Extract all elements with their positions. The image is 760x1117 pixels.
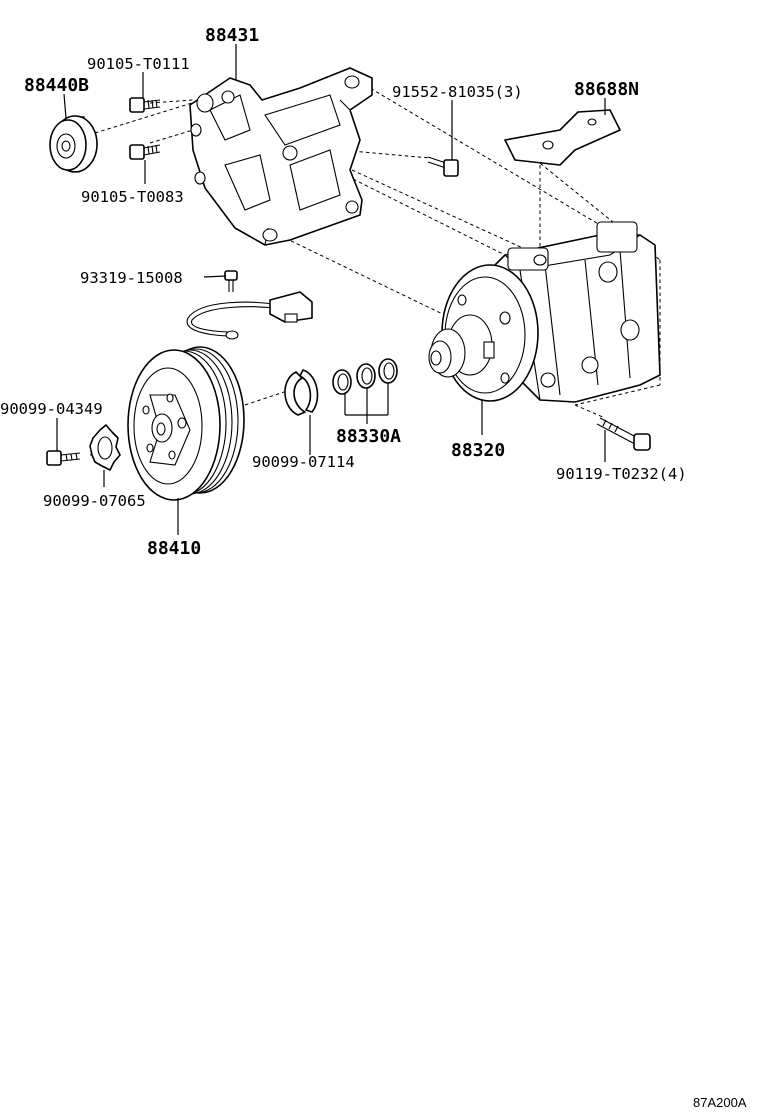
label-88330a[interactable]: 88330A — [336, 426, 401, 447]
part-labels: 88431 90105-T0111 88440B 90105-T0083 915… — [0, 25, 687, 559]
leader-lines — [56, 44, 606, 535]
label-90105-t0111[interactable]: 90105-T0111 — [87, 55, 190, 73]
compressor-88320[interactable] — [428, 221, 661, 403]
snap-ring-90099-07114[interactable] — [284, 369, 319, 416]
label-88688n[interactable]: 88688N — [574, 79, 639, 100]
bracket-plate-88688n[interactable] — [504, 109, 621, 166]
bolt-90105-t0111[interactable] — [129, 97, 161, 113]
label-90105-t0083[interactable]: 90105-T0083 — [81, 188, 184, 206]
label-90099-07114[interactable]: 90099-07114 — [252, 453, 355, 471]
shim-set-88330a[interactable] — [332, 358, 398, 395]
compressor-bracket-88431[interactable] — [189, 67, 373, 246]
bolt-90099-04349[interactable] — [46, 450, 81, 466]
label-91552-81035[interactable]: 91552-81035(3) — [392, 83, 523, 101]
label-88440b[interactable]: 88440B — [24, 75, 89, 96]
clutch-wire-harness[interactable] — [186, 270, 313, 340]
label-90119-t0232[interactable]: 90119-T0232(4) — [556, 465, 687, 483]
bolt-90105-t0083[interactable] — [129, 144, 161, 160]
label-90099-07065[interactable]: 90099-07065 — [43, 492, 146, 510]
idler-pulley-88440b[interactable] — [49, 115, 98, 173]
washer-90099-07065[interactable] — [89, 424, 121, 471]
magnetic-clutch-88410[interactable] — [127, 346, 245, 501]
bolt-90119-t0232[interactable] — [596, 417, 651, 451]
label-88320[interactable]: 88320 — [451, 440, 505, 461]
label-93319-15008[interactable]: 93319-15008 — [80, 269, 183, 287]
label-90099-04349[interactable]: 90099-04349 — [0, 400, 103, 418]
bolt-91552-81035[interactable] — [427, 156, 459, 177]
label-88410[interactable]: 88410 — [147, 538, 201, 559]
diagram-code: 87A200A — [693, 1095, 747, 1110]
label-88431[interactable]: 88431 — [205, 25, 259, 46]
